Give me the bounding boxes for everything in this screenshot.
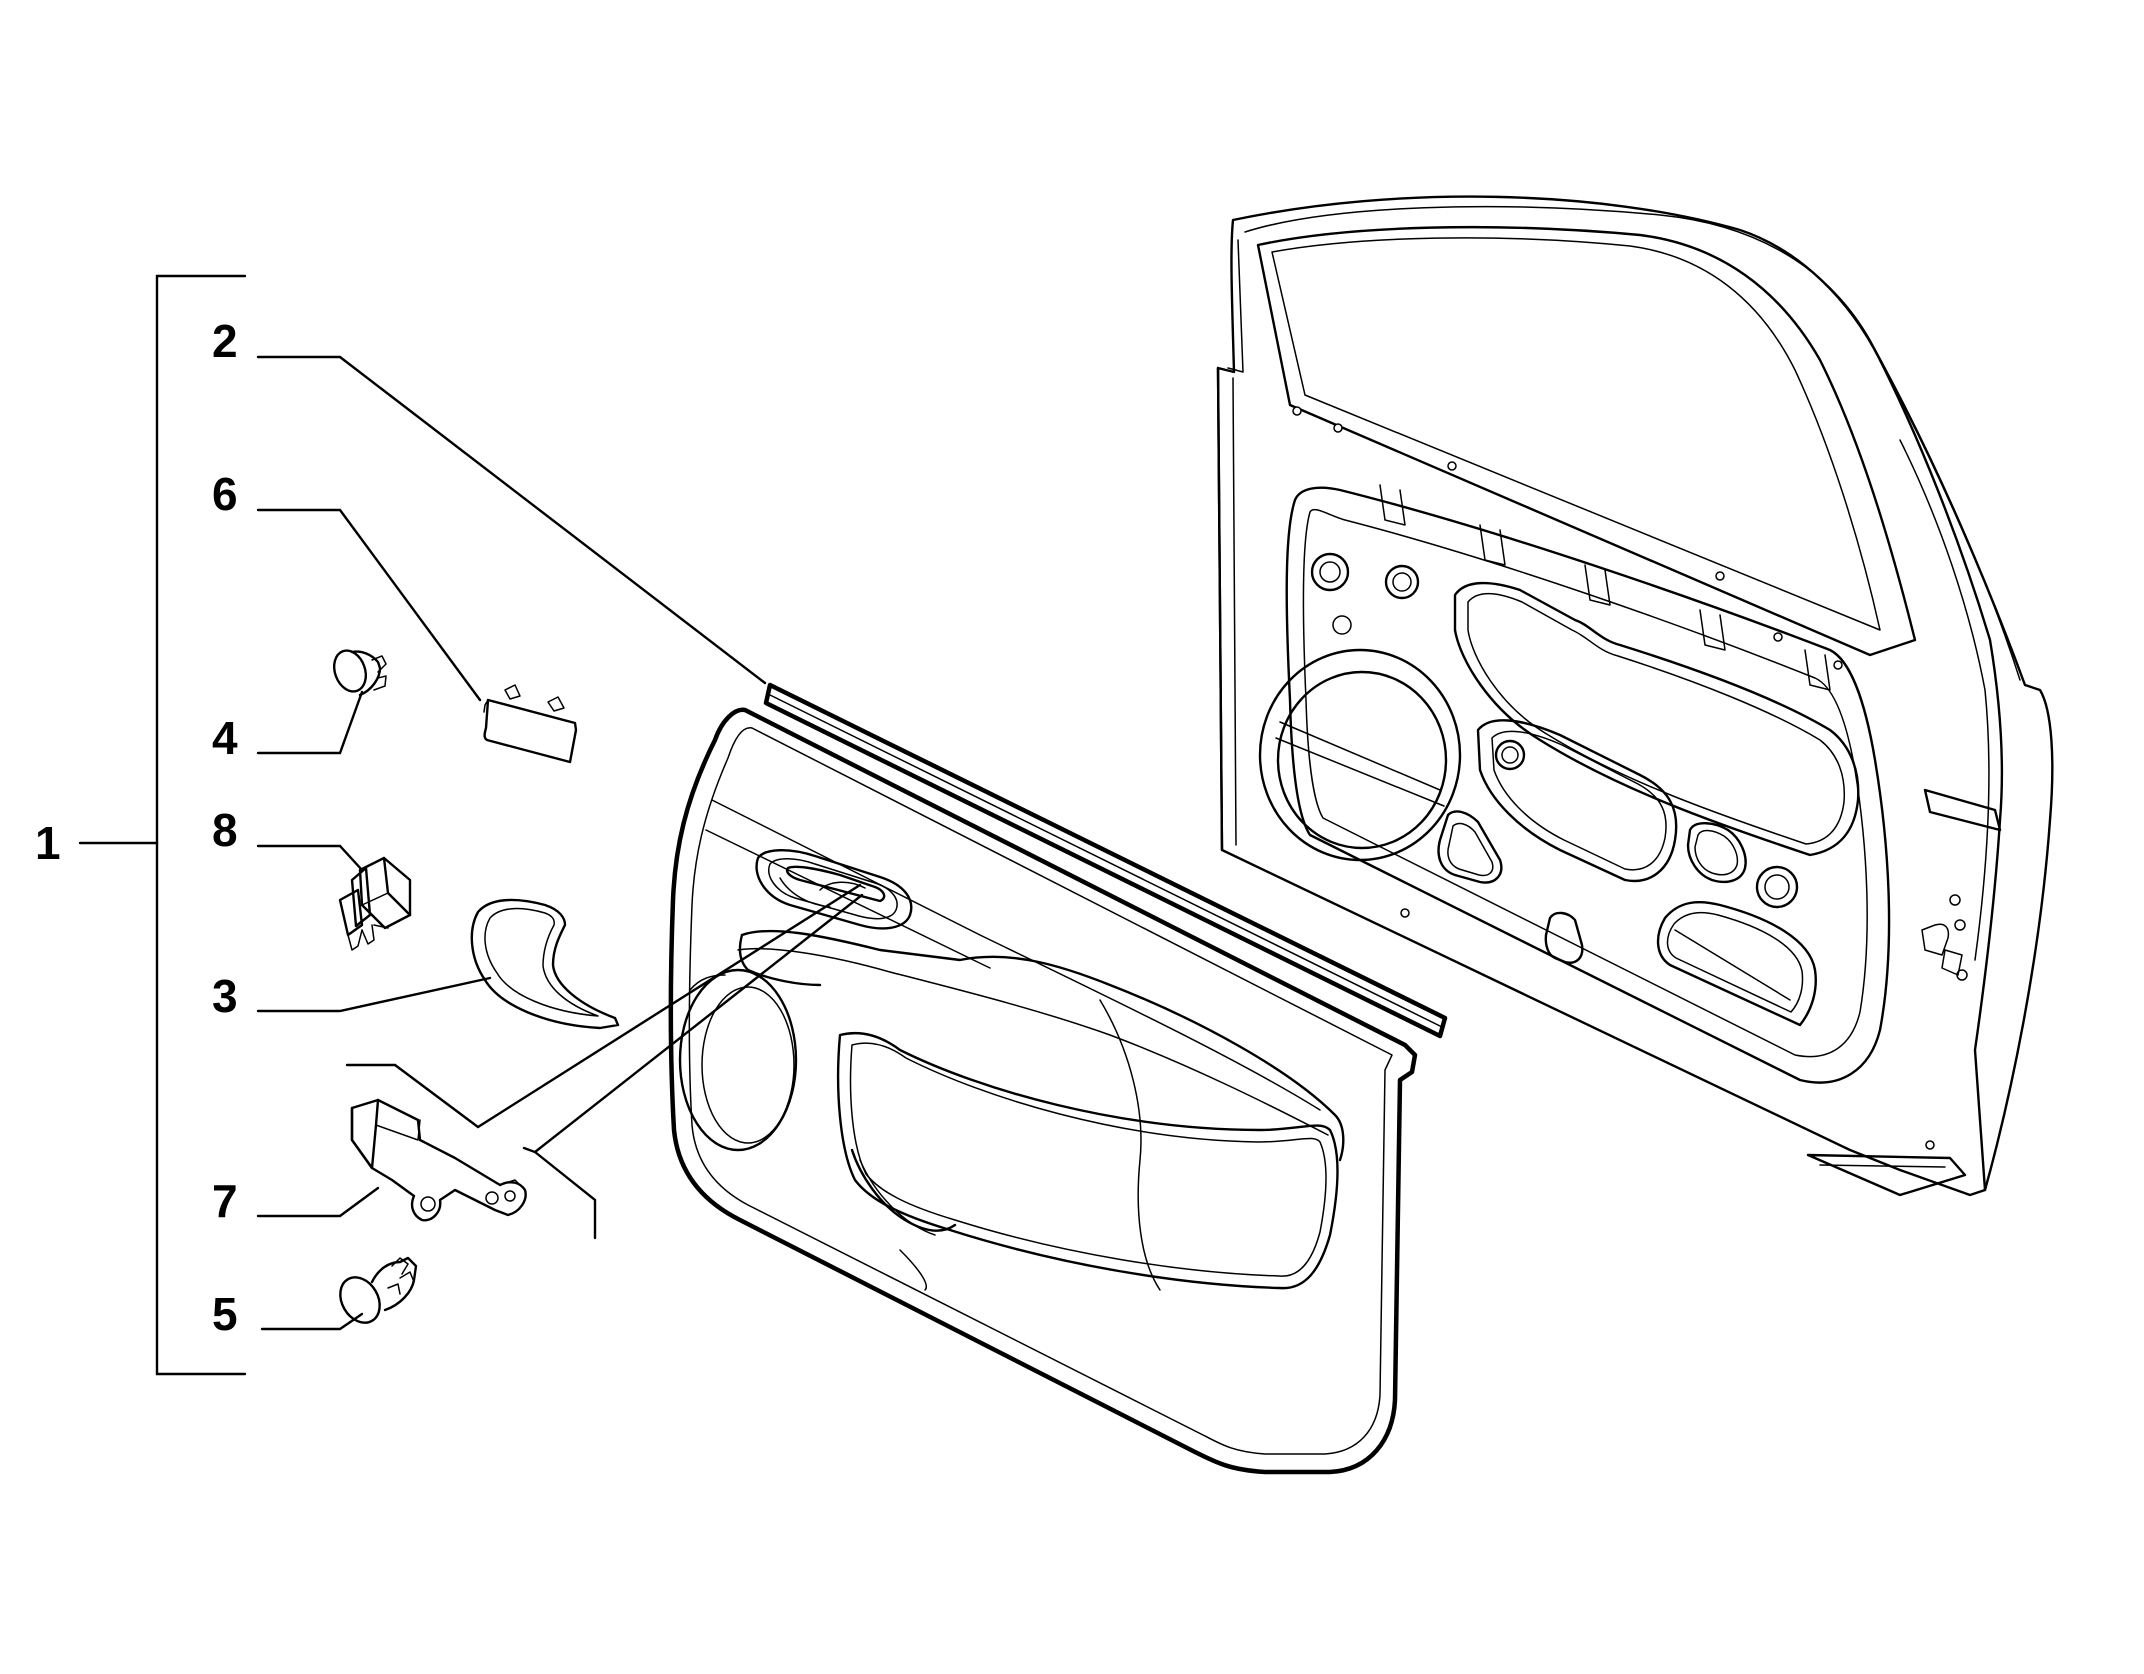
leader-3 [256, 976, 492, 1013]
assembly-bracket [155, 274, 247, 1376]
leader-8 [256, 844, 364, 872]
door-shell [1216, 195, 2054, 1197]
callout-1: 1 [35, 817, 61, 869]
door-trim-panel [668, 707, 1418, 1475]
leader-7-panel-b [522, 1146, 597, 1240]
callout-4: 4 [212, 712, 238, 764]
handle-bracket [350, 1098, 527, 1222]
leader-lines [78, 274, 864, 1376]
leader-6 [256, 508, 482, 702]
callout-5: 5 [212, 1288, 238, 1340]
callout-6: 6 [212, 468, 238, 520]
callout-3: 3 [212, 970, 238, 1022]
leader-4 [256, 690, 364, 755]
fastener-clip [338, 856, 412, 951]
callout-2: 2 [212, 315, 238, 367]
cover-cap [483, 684, 578, 764]
leader-7 [256, 1186, 380, 1218]
callouts: 1 2 6 4 8 3 7 5 [35, 315, 238, 1340]
push-rivet [339, 1256, 418, 1324]
leader-2 [256, 355, 767, 685]
leader-7-panel-a [345, 883, 862, 1129]
window-seal-strip [763, 682, 1448, 1039]
speaker-grille [470, 898, 620, 1030]
leader-5 [260, 1312, 364, 1331]
callout-7: 7 [212, 1175, 238, 1227]
callout-8: 8 [212, 804, 238, 856]
leader-7-panel-c [533, 893, 864, 1154]
trim-clip [332, 649, 387, 697]
